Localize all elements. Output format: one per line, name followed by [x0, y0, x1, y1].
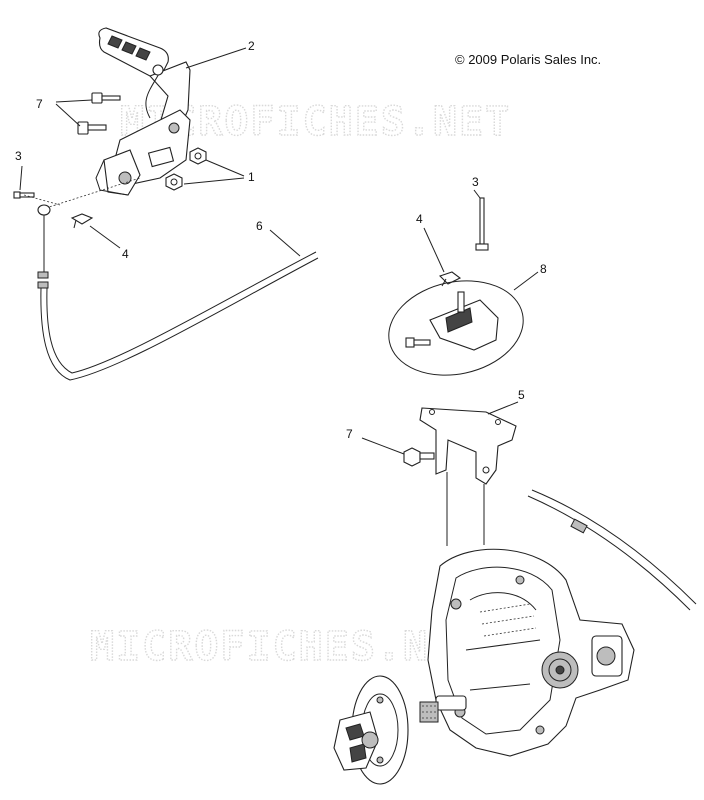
- callout-2: 2: [248, 39, 255, 53]
- callout-1: 1: [248, 170, 255, 184]
- clip-4-left: [70, 213, 94, 229]
- shift-lever-assembly: [95, 27, 191, 196]
- callout-7-upper: 7: [36, 97, 43, 111]
- bolt-7-lower: [403, 447, 435, 467]
- output-shaft: [419, 695, 467, 723]
- callout-3-left: 3: [15, 149, 22, 163]
- bolt-7-upper: [77, 92, 121, 135]
- callout-6: 6: [256, 219, 263, 233]
- callout-8: 8: [540, 262, 547, 276]
- cable-stub-right: [527, 489, 697, 611]
- callout-4-left: 4: [122, 247, 129, 261]
- callout-5: 5: [518, 388, 525, 402]
- watermark-bottom: MICROFICHES.NET: [90, 624, 481, 670]
- nut-1: [165, 147, 207, 191]
- yoke: [333, 711, 379, 771]
- pin-3-right: [475, 197, 489, 251]
- copyright-text: © 2009 Polaris Sales Inc.: [455, 52, 601, 67]
- clip-4-right: [438, 271, 462, 287]
- callout-7-lower: 7: [346, 427, 353, 441]
- callout-3-right: 3: [472, 175, 479, 189]
- bracket-5: [419, 407, 517, 485]
- shift-cable: [37, 204, 319, 381]
- callout-4-right: 4: [416, 212, 423, 226]
- transmission: [427, 548, 635, 757]
- leader-lines: [19, 47, 539, 455]
- pin-3-left: [13, 191, 35, 199]
- switch-assembly-8: [388, 280, 524, 376]
